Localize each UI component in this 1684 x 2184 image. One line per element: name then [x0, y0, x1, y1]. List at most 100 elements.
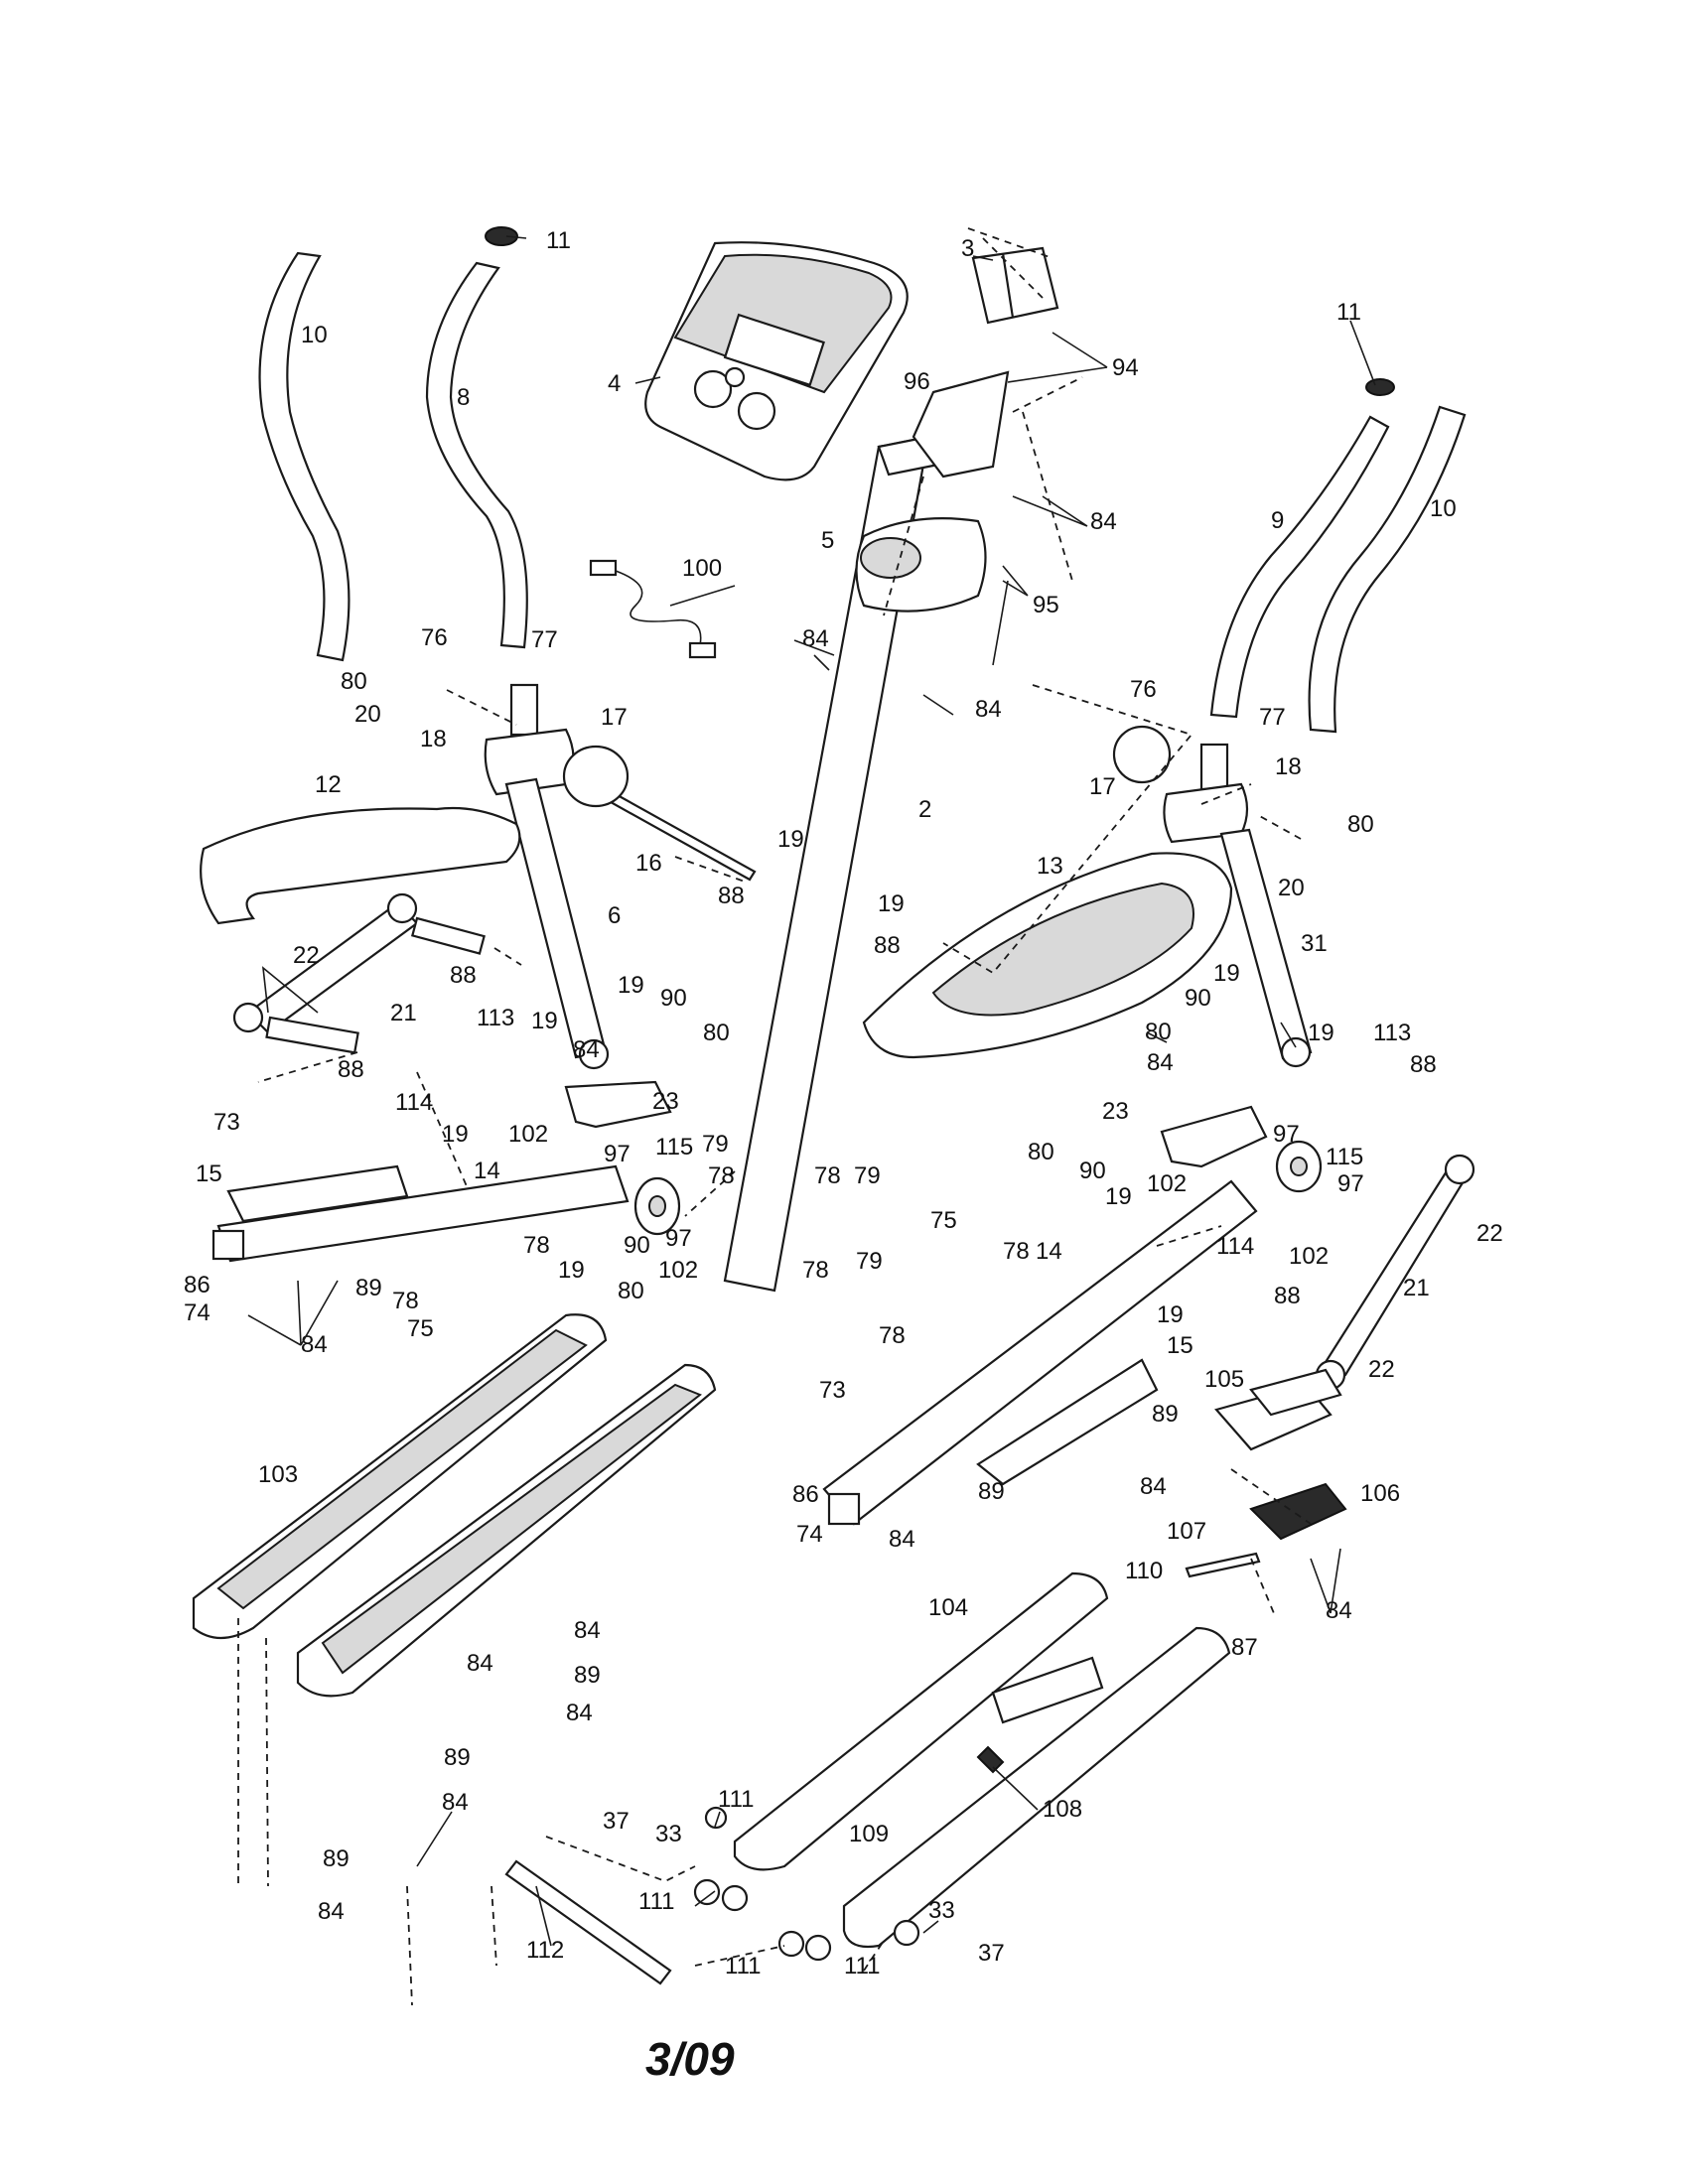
callout-84l: 84	[566, 1700, 593, 1726]
callout-114b: 114	[1216, 1233, 1254, 1260]
callout-84g: 84	[1140, 1473, 1167, 1500]
callout-73: 73	[213, 1109, 240, 1136]
callout-105: 105	[1204, 1366, 1244, 1393]
callout-2: 2	[918, 796, 931, 823]
callout-103: 103	[258, 1461, 298, 1488]
right-pedal-13	[862, 852, 1233, 1059]
callout-97d: 97	[665, 1225, 692, 1252]
callout-111: 111	[718, 1786, 754, 1813]
console-part-4	[644, 241, 909, 481]
callout-78c: 78	[523, 1232, 550, 1259]
right-arm-31	[1163, 743, 1313, 1068]
callout-79b: 79	[854, 1162, 881, 1189]
callout-10: 10	[301, 322, 328, 348]
callout-84a: 84	[1090, 508, 1117, 535]
callout-107: 107	[1167, 1518, 1206, 1545]
callout-115b: 115	[1326, 1144, 1363, 1170]
callout-97: 97	[1273, 1121, 1300, 1148]
callout-16: 16	[635, 850, 662, 877]
callout-109: 109	[849, 1821, 889, 1847]
callout-19d: 19	[618, 972, 644, 999]
callout-3: 3	[961, 235, 974, 262]
right-link-21	[1315, 1154, 1475, 1391]
callout-88e: 88	[1410, 1051, 1437, 1078]
bracket-3	[971, 246, 1059, 325]
callout-110: 110	[1125, 1558, 1163, 1584]
callout-79c: 79	[856, 1248, 883, 1275]
callout-labels: 11 3 10 8 4 94 11 96 84 9 10 5 100 95 76…	[184, 227, 1503, 1979]
callout-74b: 74	[796, 1521, 823, 1548]
callout-14b: 14	[1036, 1238, 1062, 1265]
callout-14: 14	[474, 1158, 500, 1184]
callout-100: 100	[682, 555, 722, 582]
left-link-21	[232, 892, 486, 1054]
callout-102: 102	[508, 1121, 548, 1148]
callout-74: 74	[184, 1299, 210, 1326]
callout-96: 96	[904, 368, 930, 395]
callout-84f: 84	[301, 1331, 328, 1358]
bolt-108	[976, 1745, 1005, 1774]
callout-90c: 90	[1079, 1158, 1106, 1184]
callout-76: 76	[421, 624, 448, 651]
callout-90: 90	[660, 985, 687, 1012]
callout-80c: 80	[1145, 1019, 1172, 1045]
upper-shroud-5	[855, 517, 987, 613]
callout-78g: 78	[879, 1322, 906, 1349]
callout-84n: 84	[318, 1898, 345, 1925]
callout-80b: 80	[1347, 811, 1374, 838]
callout-12: 12	[315, 771, 342, 798]
callout-19g: 19	[442, 1121, 469, 1148]
callout-88b: 88	[874, 932, 901, 959]
callout-80f: 80	[618, 1278, 644, 1304]
axle-16	[609, 792, 757, 882]
callout-78f: 78	[392, 1288, 419, 1314]
callout-78e: 78	[1003, 1238, 1030, 1265]
cover-23-left	[564, 1080, 672, 1129]
callout-15: 15	[196, 1160, 222, 1187]
callout-17: 17	[601, 704, 628, 731]
callout-10b: 10	[1430, 495, 1457, 522]
callout-89: 89	[355, 1275, 382, 1301]
callout-87: 87	[1231, 1634, 1258, 1661]
bushing-17-left	[562, 745, 630, 808]
revision-date: 3/09	[645, 2033, 735, 2085]
callout-89b: 89	[1152, 1401, 1179, 1428]
callout-80d: 80	[703, 1020, 730, 1046]
callout-114: 114	[395, 1089, 433, 1116]
callout-33: 33	[655, 1821, 682, 1847]
callout-77: 77	[531, 626, 558, 653]
callout-19c: 19	[531, 1008, 558, 1034]
stabilizer-112	[504, 1859, 672, 1985]
callout-102c: 102	[1289, 1243, 1329, 1270]
wheels-111	[693, 1806, 920, 1962]
callout-5: 5	[821, 527, 834, 554]
callout-15b: 15	[1167, 1332, 1193, 1359]
callout-9: 9	[1271, 507, 1284, 534]
callout-88d: 88	[338, 1056, 364, 1083]
callout-75: 75	[930, 1207, 957, 1234]
callout-113: 113	[477, 1005, 514, 1031]
callout-111d: 111	[844, 1953, 880, 1979]
callout-18: 18	[420, 726, 447, 752]
callout-84c: 84	[975, 696, 1002, 723]
callout-113b: 113	[1373, 1020, 1411, 1046]
callout-94: 94	[1112, 354, 1139, 381]
callout-115: 115	[655, 1134, 693, 1160]
callout-84j: 84	[574, 1617, 601, 1644]
right-upper-handlebar-10	[1308, 378, 1467, 734]
callout-112: 112	[526, 1937, 564, 1964]
callout-21: 21	[390, 1000, 417, 1026]
right-upper-handlebar-9	[1209, 415, 1390, 719]
callout-19b: 19	[878, 890, 905, 917]
left-arm-6	[484, 683, 610, 1070]
wheel-115-left	[633, 1176, 681, 1236]
callout-78: 78	[708, 1162, 735, 1189]
callout-76b: 76	[1130, 676, 1157, 703]
callout-37b: 37	[978, 1940, 1005, 1967]
left-base-103	[192, 1313, 717, 1698]
assembly-lines	[237, 227, 1312, 2006]
left-upper-handlebar-8	[425, 226, 528, 649]
pad-106	[1249, 1482, 1347, 1541]
callout-20b: 20	[1278, 875, 1305, 901]
